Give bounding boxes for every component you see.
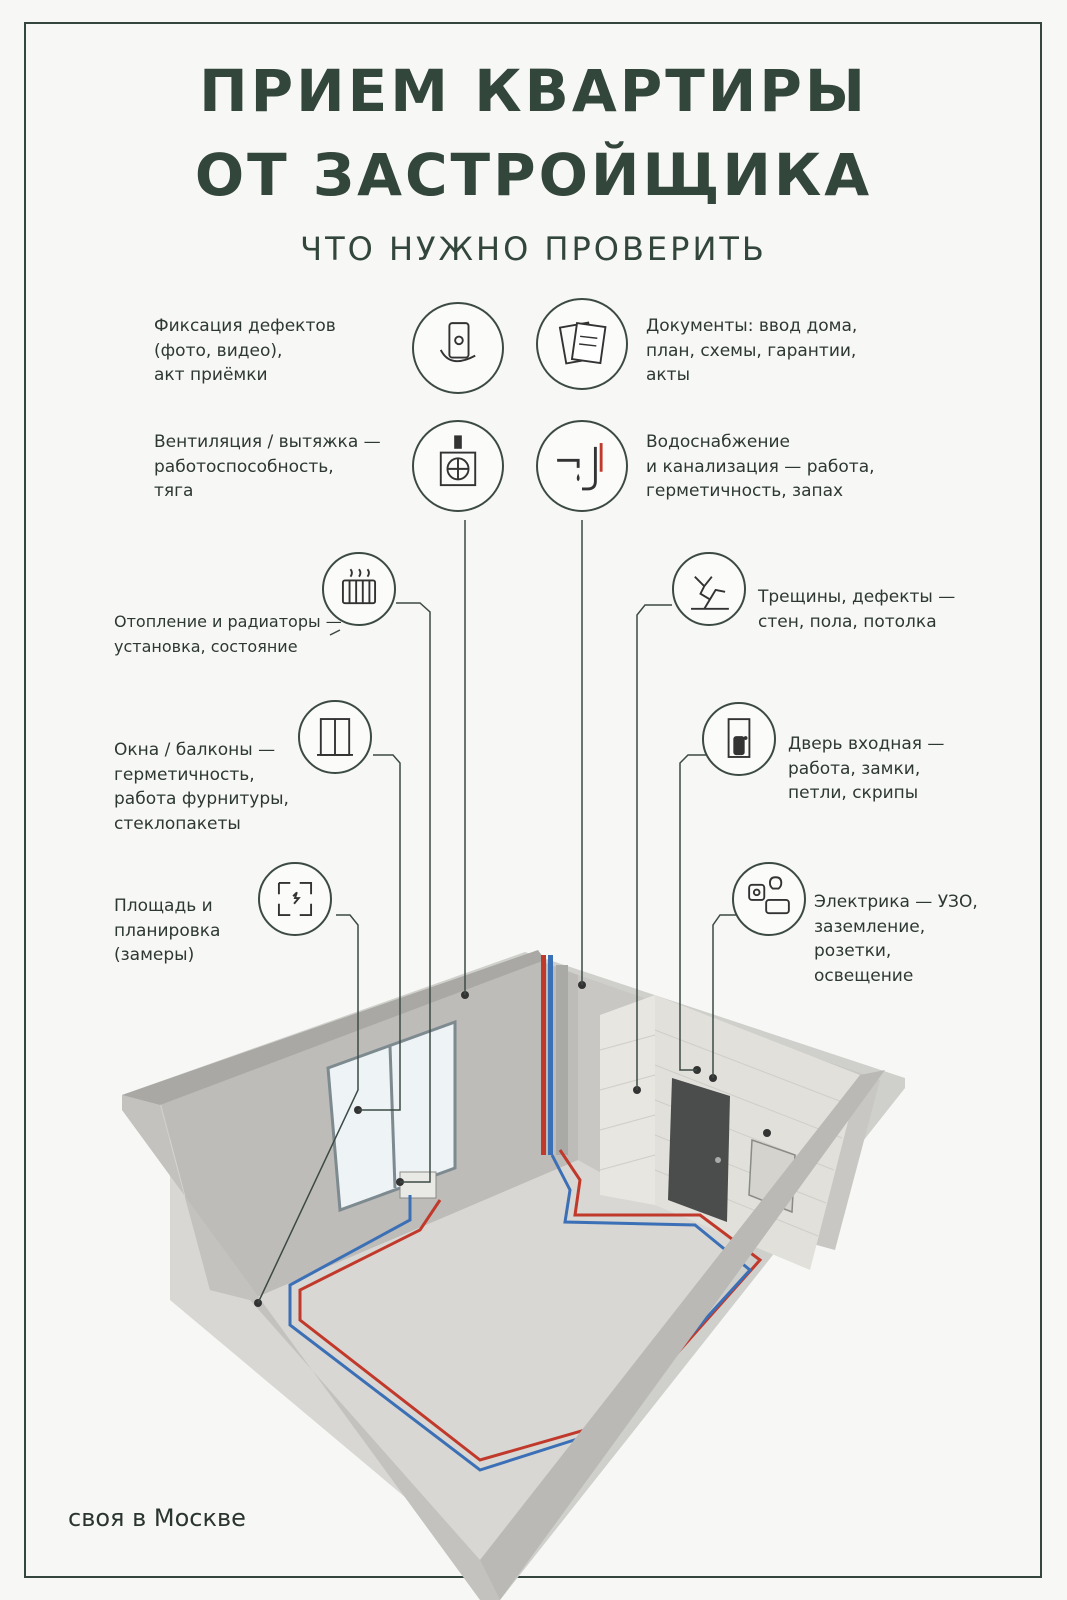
electric-socket-icon [732, 862, 806, 936]
label-area: Площадь и планировка (замеры) [114, 896, 221, 965]
label-defects-fixation: Фиксация дефектов (фото, видео), акт при… [154, 316, 336, 385]
label-documents: Документы: ввод дома, план, схемы, гаран… [646, 316, 858, 385]
documents-icon [536, 298, 628, 390]
label-electrics: Электрика — УЗО, заземление, розетки, ос… [814, 892, 978, 986]
label-heating: Отопление и радиаторы — установка, состо… [114, 612, 342, 656]
title-line-2: ОТ ЗАСТРОЙЩИКА [194, 141, 873, 209]
window-icon [298, 700, 372, 774]
label-water: Водоснабжение и канализация — работа, ге… [646, 432, 875, 501]
subtitle: ЧТО НУЖНО ПРОВЕРИТЬ [300, 230, 767, 268]
faucet-pipe-icon [536, 420, 628, 512]
fan-icon [412, 420, 504, 512]
label-cracks: Трещины, дефекты — стен, пола, потолка [758, 587, 956, 632]
phone-camera-icon [412, 302, 504, 394]
label-windows: Окна / балконы — герметичность, работа ф… [114, 740, 289, 834]
label-door: Дверь входная — работа, замки, петли, ск… [788, 734, 945, 803]
floor-plan-icon [258, 862, 332, 936]
radiator-icon [322, 552, 396, 626]
door-icon [702, 702, 776, 776]
label-ventilation: Вентиляция / вытяжка — работоспособность… [154, 432, 381, 501]
brand-signature: своя в Москве [68, 1504, 246, 1532]
poster-frame [24, 22, 1042, 1578]
crack-icon [672, 552, 746, 626]
title-line-1: ПРИЕМ КВАРТИРЫ [199, 57, 868, 125]
